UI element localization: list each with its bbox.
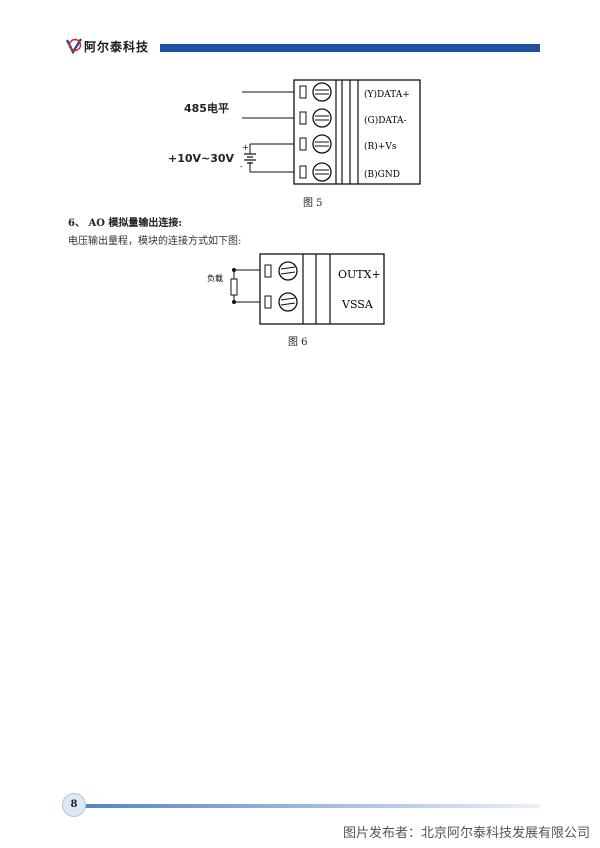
page-number: 8 bbox=[62, 793, 86, 817]
screw-icon bbox=[312, 108, 332, 128]
load-label: 负载 bbox=[207, 273, 223, 283]
screw-icon bbox=[278, 261, 298, 281]
publisher-watermark: 图片发布者：北京阿尔泰科技发展有限公司 bbox=[342, 826, 590, 841]
section-description: 电压输出量程，模块的连接方式如下图: bbox=[68, 236, 242, 247]
terminal-label-data-plus: (Y)DATA+ bbox=[364, 89, 410, 100]
figure-6-caption: 图 6 bbox=[288, 337, 308, 348]
terminal-label-outx: OUTX+ bbox=[338, 268, 381, 281]
terminal-3 bbox=[299, 134, 332, 154]
header-bar bbox=[160, 44, 540, 52]
section-heading: 6、 AO 模拟量输出连接: bbox=[68, 218, 183, 229]
rs485-label: 485电平 bbox=[184, 102, 229, 115]
terminal-2 bbox=[299, 108, 332, 128]
power-plus-label: + bbox=[242, 143, 249, 152]
screw-icon bbox=[278, 292, 298, 312]
header-brand: 阿尔泰科技 bbox=[84, 40, 150, 54]
terminal-4 bbox=[299, 162, 332, 182]
company-logo-icon bbox=[65, 38, 83, 55]
power-minus-label: - bbox=[240, 162, 243, 171]
screw-icon bbox=[312, 82, 332, 102]
terminal-label-vs: (R)+Vs bbox=[364, 141, 397, 152]
terminal-vssa bbox=[264, 292, 298, 312]
battery-icon bbox=[244, 153, 256, 164]
terminal-label-gnd: (B)GND bbox=[364, 169, 400, 180]
figure-5-wiring-diagram: + - (Y)DATA+ (G)DATA- (R)+Vs (B)GND bbox=[240, 79, 421, 185]
power-range-label: +10V~30V bbox=[168, 152, 235, 165]
terminal-1 bbox=[299, 82, 332, 102]
screw-icon bbox=[312, 134, 332, 154]
terminal-label-vssa: VSSA bbox=[341, 298, 374, 311]
resistor-icon bbox=[230, 278, 238, 296]
figure-6-wiring-diagram: 负载 OUTX+ VSSA bbox=[207, 253, 385, 325]
terminal-label-data-minus: (G)DATA- bbox=[364, 115, 407, 126]
figure-5-caption: 图 5 bbox=[303, 198, 323, 209]
terminal-outx bbox=[264, 261, 298, 281]
screw-icon bbox=[312, 162, 332, 182]
footer-line bbox=[64, 804, 540, 808]
